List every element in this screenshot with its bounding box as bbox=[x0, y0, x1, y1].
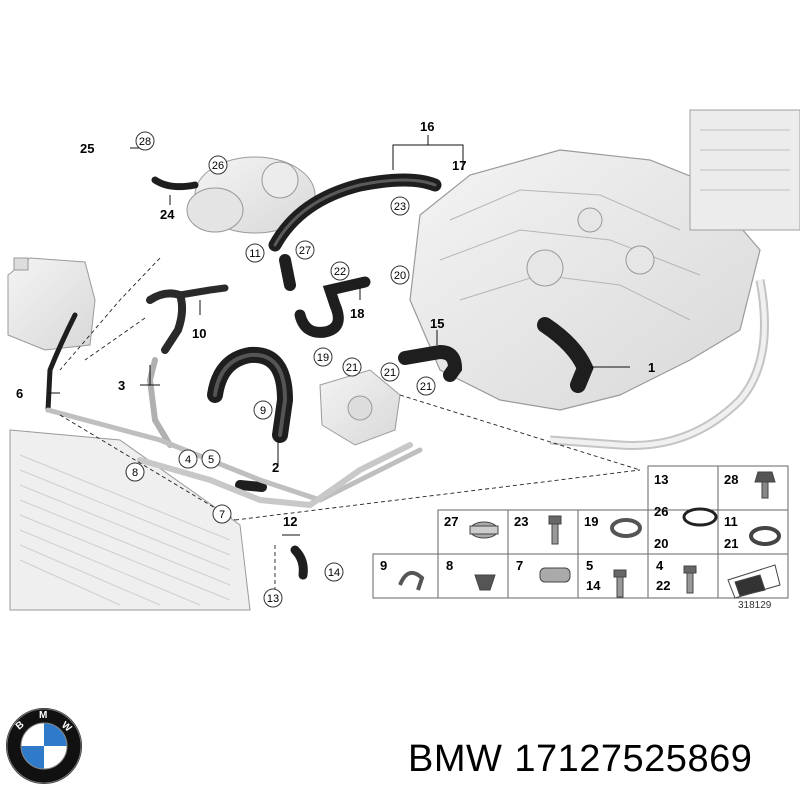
legend-part-icons bbox=[398, 471, 781, 599]
svg-text:8: 8 bbox=[446, 558, 453, 573]
legend-labels: 13 28 26 20 27 23 19 11 21 9 8 7 5 14 4 … bbox=[380, 472, 738, 593]
svg-text:14: 14 bbox=[586, 578, 601, 593]
svg-text:23: 23 bbox=[394, 201, 406, 213]
callout-18: 18 bbox=[350, 306, 364, 321]
callout-21c-circle: 21 bbox=[416, 376, 436, 396]
callout-24: 24 bbox=[160, 207, 175, 222]
callout-12: 12 bbox=[283, 514, 297, 529]
svg-text:14: 14 bbox=[328, 567, 340, 579]
svg-text:23: 23 bbox=[514, 514, 528, 529]
callout-27-circle: 27 bbox=[295, 240, 315, 260]
svg-text:11: 11 bbox=[724, 514, 738, 529]
callout-13-circle: 13 bbox=[263, 588, 283, 608]
svg-text:4: 4 bbox=[656, 558, 664, 573]
callout-19-circle: 19 bbox=[313, 347, 333, 367]
callout-20-circle: 20 bbox=[390, 265, 410, 285]
callout-23-circle: 23 bbox=[390, 196, 410, 216]
callout-1: 1 bbox=[648, 360, 655, 375]
svg-text:20: 20 bbox=[394, 270, 406, 282]
svg-text:20: 20 bbox=[654, 536, 668, 551]
svg-text:4: 4 bbox=[185, 454, 191, 466]
svg-text:27: 27 bbox=[299, 245, 311, 257]
svg-text:13: 13 bbox=[267, 593, 279, 605]
svg-text:21: 21 bbox=[384, 367, 396, 379]
solid-leaders bbox=[48, 135, 630, 536]
part-number: 17127525869 bbox=[514, 738, 753, 780]
svg-text:22: 22 bbox=[656, 578, 670, 593]
bmw-logo: B M W bbox=[6, 708, 82, 784]
coolant-hoses bbox=[45, 173, 594, 580]
expansion-tank bbox=[7, 257, 96, 351]
circled-callouts: 28 26 27 11 22 20 23 19 21 21 21 9 4 5 8… bbox=[125, 131, 436, 608]
svg-text:7: 7 bbox=[219, 509, 225, 521]
callout-8-circle: 8 bbox=[125, 462, 145, 482]
leader-lines bbox=[59, 257, 641, 595]
callout-21b-circle: 21 bbox=[380, 362, 400, 382]
callout-25: 25 bbox=[80, 141, 94, 156]
callout-28-circle: 28 bbox=[135, 131, 155, 151]
callout-16: 16 bbox=[420, 119, 434, 134]
callout-7-circle: 7 bbox=[212, 504, 232, 524]
callout-9-circle: 9 bbox=[253, 400, 273, 420]
water-pump bbox=[319, 369, 401, 446]
diagram-number: 318129 bbox=[738, 600, 772, 611]
svg-text:5: 5 bbox=[208, 454, 214, 466]
callout-3: 3 bbox=[118, 378, 125, 393]
svg-text:7: 7 bbox=[516, 558, 523, 573]
svg-text:28: 28 bbox=[139, 136, 151, 148]
svg-text:8: 8 bbox=[132, 467, 138, 479]
svg-text:19: 19 bbox=[317, 352, 329, 364]
callout-4-circle: 4 bbox=[178, 449, 198, 469]
svg-text:27: 27 bbox=[444, 514, 458, 529]
callout-22-circle: 22 bbox=[330, 261, 350, 281]
radiator bbox=[9, 429, 251, 611]
svg-text:26: 26 bbox=[654, 504, 668, 519]
callout-6: 6 bbox=[16, 386, 23, 401]
svg-text:9: 9 bbox=[380, 558, 387, 573]
svg-text:26: 26 bbox=[212, 160, 224, 172]
svg-text:21: 21 bbox=[346, 362, 358, 374]
svg-text:M: M bbox=[39, 710, 47, 721]
callout-5-circle: 5 bbox=[201, 449, 221, 469]
callout-26-circle: 26 bbox=[208, 155, 228, 175]
callout-11-circle: 11 bbox=[245, 243, 265, 263]
callout-numbers: 1 2 3 6 10 12 15 16 17 18 24 25 bbox=[16, 119, 655, 529]
svg-text:28: 28 bbox=[724, 472, 738, 487]
svg-text:9: 9 bbox=[260, 405, 266, 417]
svg-text:13: 13 bbox=[654, 472, 668, 487]
callout-10: 10 bbox=[192, 326, 206, 341]
brand-part-label: BMW 17127525869 bbox=[408, 738, 788, 781]
callout-14-circle: 14 bbox=[324, 562, 344, 582]
callout-15: 15 bbox=[430, 316, 444, 331]
svg-text:22: 22 bbox=[334, 266, 346, 278]
svg-text:19: 19 bbox=[584, 514, 598, 529]
callout-21a-circle: 21 bbox=[342, 357, 362, 377]
svg-text:21: 21 bbox=[420, 381, 432, 393]
turbocharger bbox=[186, 156, 316, 234]
engine-block bbox=[409, 109, 800, 450]
brand-name: BMW bbox=[408, 738, 503, 780]
svg-text:5: 5 bbox=[586, 558, 593, 573]
callout-2: 2 bbox=[272, 460, 279, 475]
svg-text:11: 11 bbox=[249, 248, 260, 260]
callout-17: 17 bbox=[452, 158, 466, 173]
svg-text:21: 21 bbox=[724, 536, 738, 551]
